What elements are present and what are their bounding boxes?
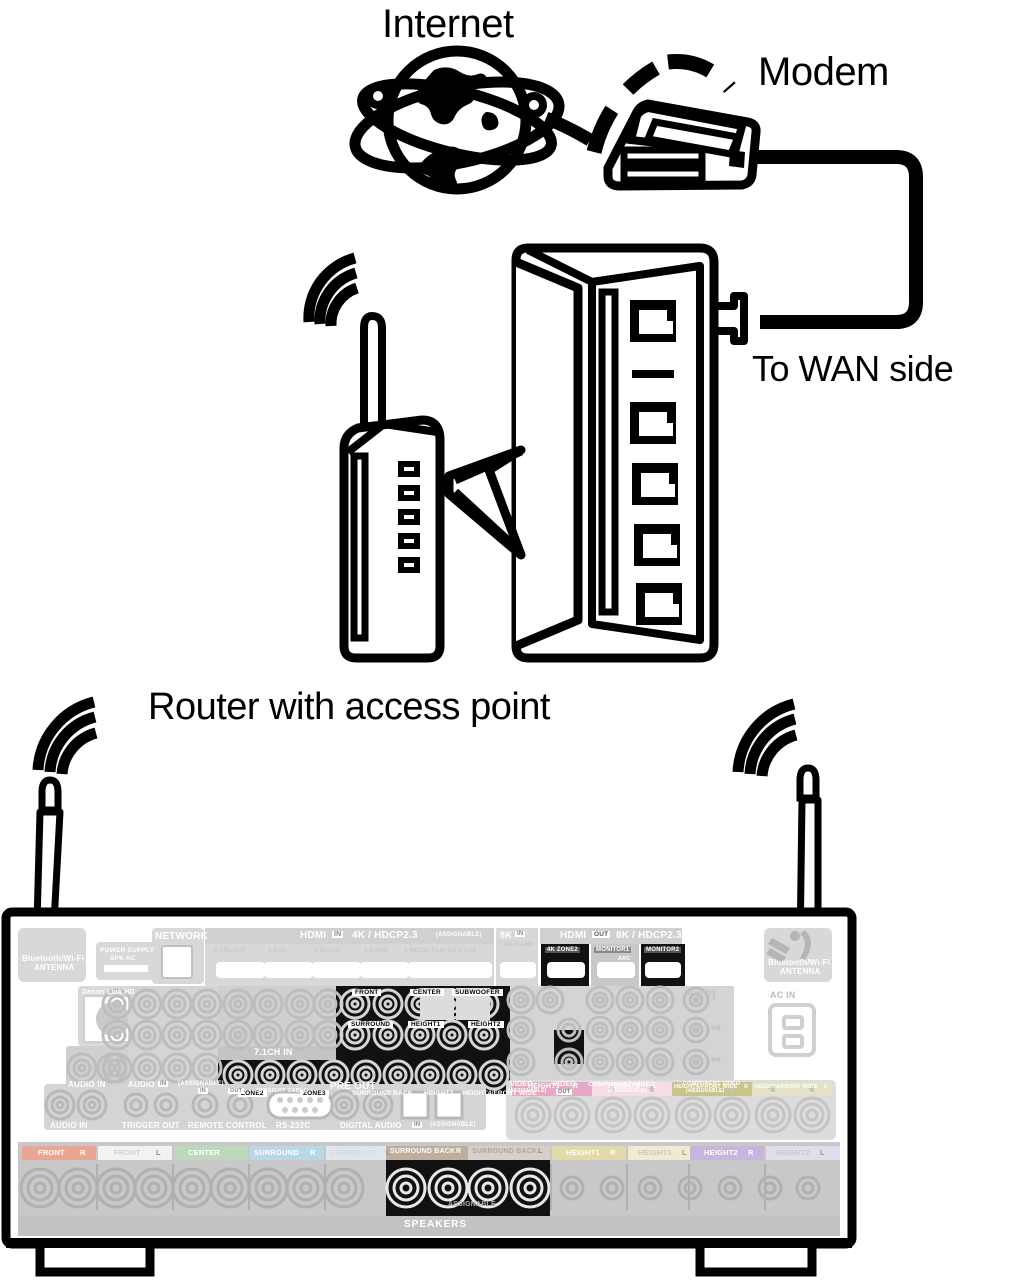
wireless-signal-ap-icon — [303, 252, 360, 327]
to-wan-side-label: To WAN side — [752, 348, 954, 389]
svg-text:−: − — [728, 1083, 734, 1095]
svg-text:+: + — [768, 1083, 774, 1095]
internet-label: Internet — [382, 2, 514, 46]
svg-text:−: − — [648, 1083, 654, 1095]
wireless-signal-receiver-left-icon — [32, 696, 98, 775]
switch-port-lan-1 — [630, 402, 676, 444]
switch-port-lan-4 — [636, 583, 682, 625]
globe-tail — [543, 112, 594, 146]
binding-posts-height — [514, 1086, 831, 1134]
access-point-icon — [339, 312, 445, 663]
svg-text:−: − — [808, 1083, 814, 1095]
svg-text:+: + — [688, 1083, 694, 1095]
switch-ports — [630, 300, 682, 625]
switch-port-lan-2 — [632, 463, 678, 505]
switch-port-lan-3 — [634, 524, 680, 566]
antenna-glyph-icon — [766, 930, 811, 963]
height-row-labels — [512, 1082, 832, 1096]
callout-edge-top — [453, 446, 523, 485]
router-label: Router with access point — [148, 686, 550, 728]
modem-icon — [603, 99, 761, 191]
globe-continents — [415, 67, 499, 194]
svg-text:−: − — [568, 1083, 574, 1095]
switch-port-wan — [630, 300, 676, 342]
rca-jacks — [44, 985, 710, 1121]
globe-nodes — [365, 83, 547, 118]
wireless-signal-receiver-right-icon — [732, 698, 798, 777]
switch-icon — [511, 243, 719, 663]
speaker-terminals — [19, 1146, 840, 1216]
svg-text:+: + — [608, 1083, 614, 1095]
callout-edge-bot — [451, 488, 525, 557]
svg-text:+: + — [528, 1083, 534, 1095]
wan-cable — [757, 150, 923, 329]
wireless-arc-modem — [586, 54, 736, 154]
modem-label: Modem — [758, 50, 889, 94]
